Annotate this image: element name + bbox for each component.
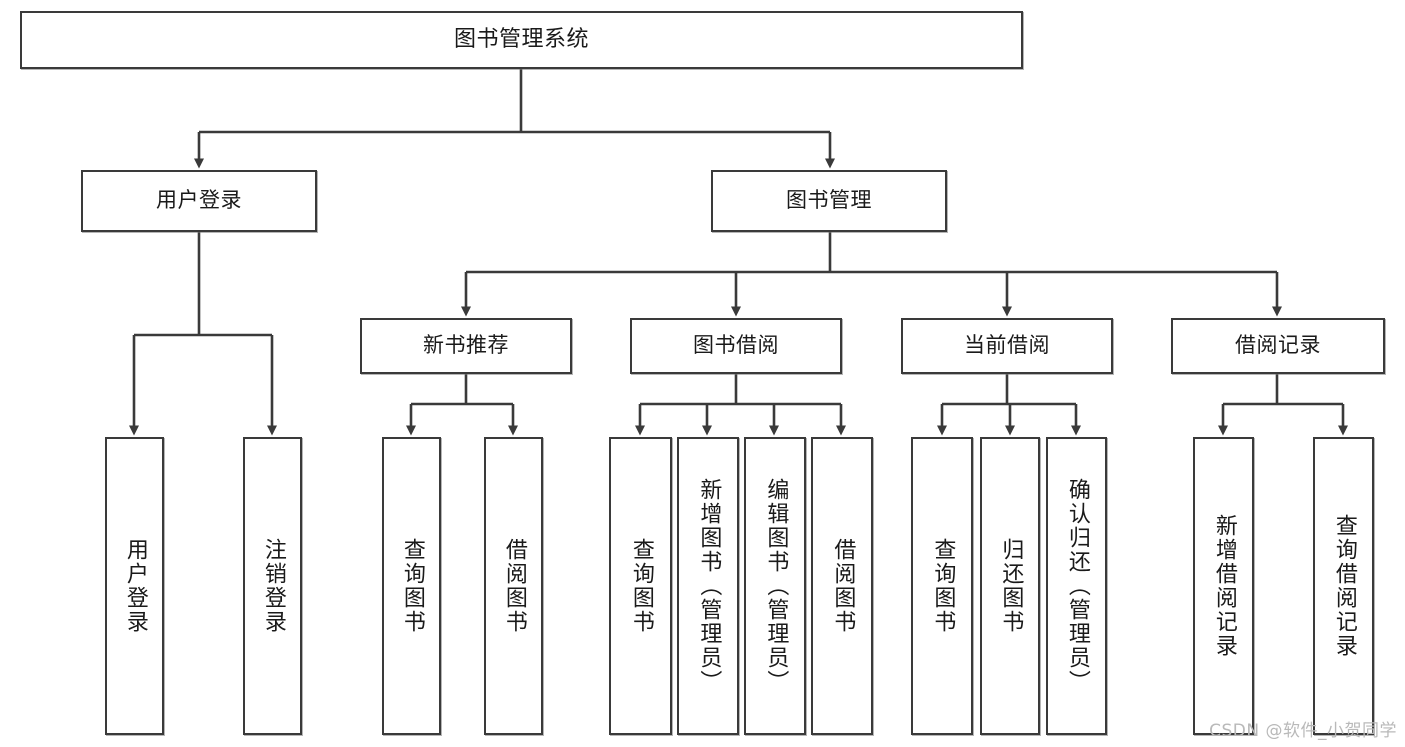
node-current-borrow[interactable]: 当前借阅 [901,318,1113,374]
node-user-login[interactable]: 用户登录 [81,170,317,232]
node-root-label: 图书管理系统 [453,26,589,52]
leaf-current-query[interactable]: 查询图书 [911,437,973,735]
node-current-borrow-label: 当前借阅 [964,333,1050,358]
node-book-borrow[interactable]: 图书借阅 [630,318,842,374]
leaf-current-confirm-return-admin-label: 确认归还（管理员） [1064,478,1090,694]
leaf-borrow-query[interactable]: 查询图书 [609,437,672,735]
leaf-borrow-edit-book-admin[interactable]: 编辑图书（管理员） [744,437,806,735]
watermark-text: CSDN @软件_小贺同学 [1209,721,1397,741]
leaf-new-book-borrow[interactable]: 借阅图书 [484,437,543,735]
leaf-record-query-label: 查询借阅记录 [1331,514,1357,658]
leaf-current-return-label: 归还图书 [998,538,1024,634]
leaf-new-book-query[interactable]: 查询图书 [382,437,441,735]
node-new-book-recommend-label: 新书推荐 [423,333,509,358]
node-borrow-record-label: 借阅记录 [1235,333,1321,358]
leaf-record-add[interactable]: 新增借阅记录 [1193,437,1254,735]
node-new-book-recommend[interactable]: 新书推荐 [360,318,572,374]
leaf-borrow-borrow-book[interactable]: 借阅图书 [811,437,873,735]
leaf-user-login-signout[interactable]: 注销登录 [243,437,302,735]
leaf-borrow-edit-book-admin-label: 编辑图书（管理员） [763,478,789,694]
leaf-record-add-label: 新增借阅记录 [1211,514,1237,658]
leaf-borrow-add-book-admin-label: 新增图书（管理员） [696,478,722,694]
node-book-management-label: 图书管理 [786,188,872,213]
leaf-current-query-label: 查询图书 [930,538,956,634]
node-root[interactable]: 图书管理系统 [20,11,1023,69]
leaf-new-book-borrow-label: 借阅图书 [501,538,527,634]
leaf-current-return[interactable]: 归还图书 [980,437,1040,735]
leaf-new-book-query-label: 查询图书 [399,538,425,634]
leaf-user-login-signout-label: 注销登录 [260,538,286,634]
leaf-record-query[interactable]: 查询借阅记录 [1313,437,1374,735]
node-book-management[interactable]: 图书管理 [711,170,947,232]
node-borrow-record[interactable]: 借阅记录 [1171,318,1385,374]
leaf-user-login-signin-label: 用户登录 [122,538,148,634]
leaf-current-confirm-return-admin[interactable]: 确认归还（管理员） [1046,437,1107,735]
leaf-user-login-signin[interactable]: 用户登录 [105,437,164,735]
leaf-borrow-query-label: 查询图书 [628,538,654,634]
node-user-login-label: 用户登录 [156,188,242,213]
node-book-borrow-label: 图书借阅 [693,333,779,358]
leaf-borrow-borrow-book-label: 借阅图书 [830,538,856,634]
leaf-borrow-add-book-admin[interactable]: 新增图书（管理员） [677,437,739,735]
